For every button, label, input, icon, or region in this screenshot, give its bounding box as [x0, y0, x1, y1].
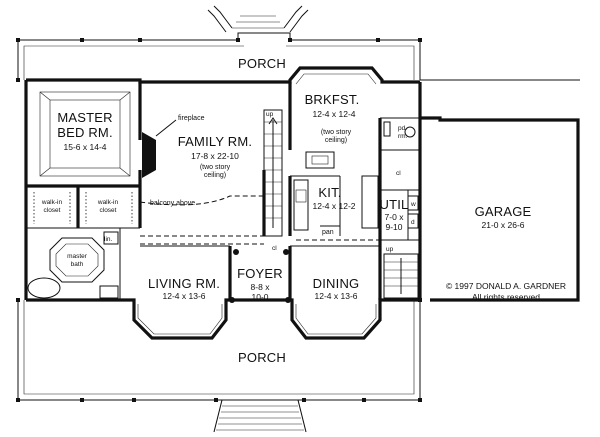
master-label-1: MASTER — [57, 110, 112, 125]
linen-label: lin. — [104, 236, 113, 243]
bay-windows — [137, 304, 377, 335]
pd-rm-label-1: pd. — [398, 125, 407, 132]
util-stair-up-label: up — [386, 246, 394, 253]
brkfst-note-1: (two story — [321, 129, 352, 136]
porch-posts — [16, 38, 422, 402]
master-bath-1: master — [67, 253, 88, 260]
family-note-2: ceiling) — [204, 172, 226, 179]
foyer-columns — [229, 249, 291, 303]
dining-label: DINING — [313, 276, 360, 291]
garage-label: GARAGE — [475, 204, 532, 219]
copyright-line-2: All rights reserved — [472, 292, 540, 302]
family-note-1: (two story — [200, 164, 231, 171]
foyer-label: FOYER — [237, 266, 283, 281]
balcony-label: balcony above — [150, 200, 195, 207]
copyright-line-1: © 1997 DONALD A. GARDNER — [446, 281, 566, 291]
walkin-left-1: walk-in — [41, 199, 63, 206]
top-steps — [207, 5, 309, 33]
stair-up-label: up — [266, 111, 274, 118]
breakfast-bay — [295, 73, 377, 85]
util-dim-2: 9-10 — [385, 222, 402, 232]
family-dim: 17-8 x 22-10 — [191, 151, 239, 161]
walkin-right-1: walk-in — [97, 199, 119, 206]
porch-bottom-label: PORCH — [238, 350, 286, 365]
exterior-walls — [24, 66, 580, 340]
util-label: UTIL — [380, 197, 409, 212]
porch-bottom-outline — [17, 300, 421, 401]
dining-dim: 12-4 x 13-6 — [315, 291, 358, 301]
garage-dim: 21-0 x 26-6 — [482, 220, 525, 230]
util-closet-label: cl — [396, 170, 401, 177]
washer-label: w — [410, 201, 416, 208]
powder-room-fixtures — [383, 121, 416, 138]
master-bath-fixtures — [27, 231, 119, 299]
kit-label: KIT. — [318, 185, 341, 200]
master-tray-ceiling — [39, 91, 131, 177]
utility-fixtures — [383, 195, 419, 299]
porch-top-label: PORCH — [238, 56, 286, 71]
main-stair — [263, 109, 283, 237]
fireplace-shape — [142, 119, 177, 178]
fireplace-label: fireplace — [178, 115, 205, 122]
kitchen-fixtures — [293, 151, 379, 231]
porch-top-outline — [17, 32, 580, 81]
pantry-label: pan — [322, 229, 334, 236]
brkfst-note-2: ceiling) — [325, 137, 347, 144]
util-dim-1: 7-0 x — [385, 212, 405, 222]
interior-walls — [26, 82, 422, 300]
brkfst-dim: 12-4 x 12-4 — [313, 109, 356, 119]
brkfst-label: BRKFST. — [305, 92, 360, 107]
dryer-label: d — [411, 219, 415, 226]
foyer-closet-label: cl — [272, 245, 277, 252]
living-dim: 12-4 x 13-6 — [163, 291, 206, 301]
foyer-dim-2: 10-0 — [251, 292, 268, 302]
kit-dim: 12-4 x 12-2 — [313, 201, 356, 211]
family-label: FAMILY RM. — [178, 134, 252, 149]
pd-rm-label-2: rm. — [398, 133, 408, 140]
walkin-right-2: closet — [100, 207, 117, 214]
master-label-2: BED RM. — [57, 125, 113, 140]
walkin-left-2: closet — [44, 207, 61, 214]
foyer-dim-1: 8-8 x — [251, 282, 271, 292]
bottom-steps — [213, 399, 307, 433]
living-label: LIVING RM. — [148, 276, 220, 291]
master-bath-2: bath — [71, 261, 84, 268]
balcony-lines — [139, 195, 380, 245]
master-dim: 15-6 x 14-4 — [64, 142, 107, 152]
